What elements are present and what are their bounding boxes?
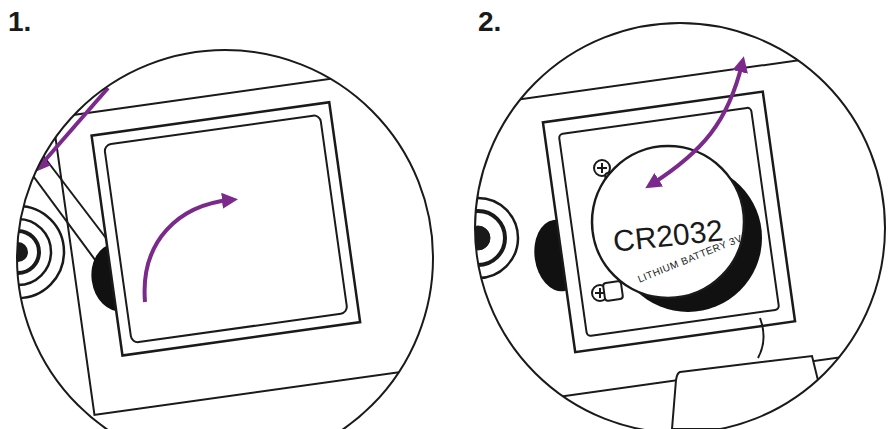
magnifier-circle — [475, 23, 885, 429]
view-two — [438, 45, 889, 429]
coin-battery: CR2032LITHIUM BATTERY 3V — [592, 146, 744, 298]
step-number: 1. — [8, 6, 31, 38]
step-number: 2. — [478, 6, 501, 38]
magnifier-circle — [17, 50, 433, 429]
